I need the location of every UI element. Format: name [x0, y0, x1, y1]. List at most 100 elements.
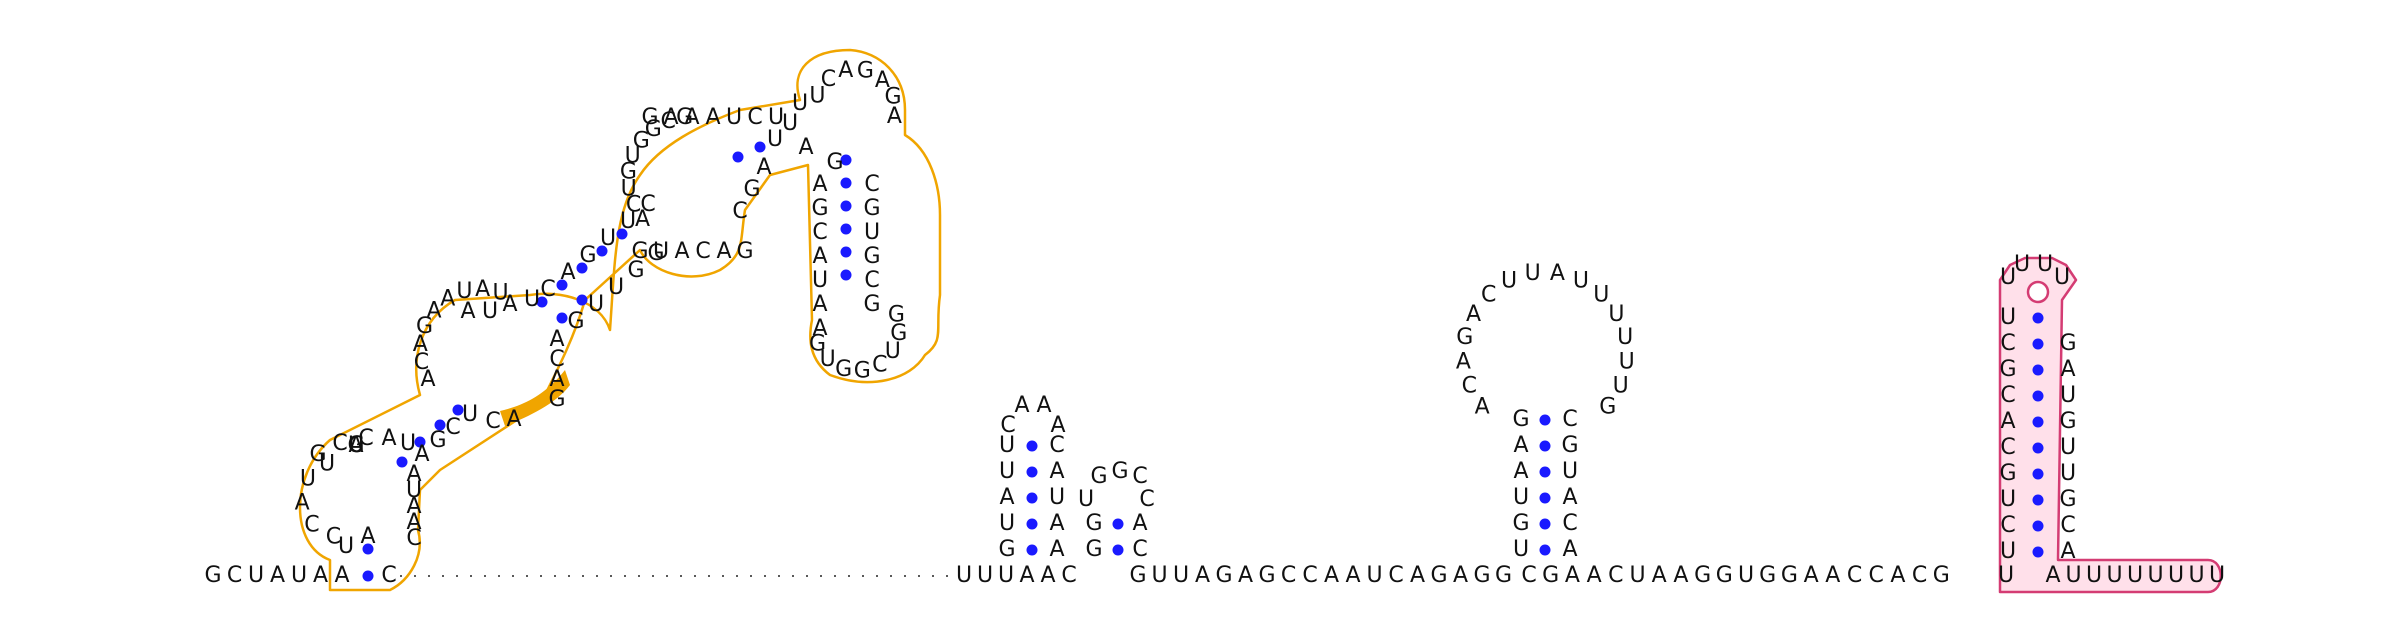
hairpin-loop-nucleotide: U	[300, 467, 316, 492]
stem-nucleotide: C	[1562, 407, 1577, 432]
base-pair-dot	[1539, 518, 1551, 530]
base-pair-dot	[840, 200, 852, 212]
nucleotide: C	[332, 431, 347, 456]
loop-nucleotide: U	[2000, 265, 2016, 290]
stem-nucleotide: A	[1049, 459, 1064, 484]
stem-nucleotide: U	[2060, 383, 2076, 408]
nucleotide: U	[792, 91, 808, 116]
stem-nucleotide: U	[1562, 459, 1578, 484]
loop-nucleotide: A	[1050, 413, 1065, 438]
stem-nucleotide: G	[1561, 433, 1578, 458]
loop-nucleotide: C	[1132, 464, 1147, 489]
stem-nucleotide: C	[2000, 331, 2015, 356]
stem-nucleotide: A	[2000, 409, 2015, 434]
stem-nucleotide: U	[2000, 539, 2016, 564]
base-pair-dot	[2032, 312, 2044, 324]
baseline-nucleotide: U	[1998, 563, 2014, 588]
nucleotide: C	[445, 415, 460, 440]
nucleotide: G	[429, 428, 446, 453]
loop-nucleotide: A	[838, 58, 853, 83]
loop-nucleotide: A	[887, 104, 902, 129]
nucleotide: C	[732, 199, 747, 224]
base-pair-dot	[1026, 518, 1038, 530]
stem-nucleotide: U	[1049, 485, 1065, 510]
hairpin-loop-nucleotide: A	[1550, 261, 1565, 286]
stem-nucleotide: G	[1085, 511, 1102, 536]
loop-nucleotide: U	[653, 239, 669, 264]
loop-nucleotide: C	[872, 352, 887, 377]
internal-loop-nucleotide: U	[492, 281, 508, 306]
five-prime-nucleotide: G	[204, 563, 221, 588]
loop-nucleotide: A	[635, 207, 650, 232]
internal-loop-nucleotide: A	[440, 286, 455, 311]
nucleotide: U	[338, 534, 354, 559]
hairpin-loop-nucleotide: U	[1573, 268, 1589, 293]
baseline-nucleotide: C	[1061, 563, 1076, 588]
stem-nucleotide: A	[1513, 459, 1528, 484]
loop-nucleotide: G	[888, 303, 905, 328]
stem-nucleotide: C	[640, 192, 655, 217]
stem-nucleotide: A	[812, 244, 827, 269]
baseline-nucleotide: G	[1542, 563, 1559, 588]
baseline-nucleotide: A	[1673, 563, 1688, 588]
base-pair-dot	[1539, 414, 1551, 426]
base-pair-dots	[362, 141, 2044, 582]
baseline-nucleotide: U	[1366, 563, 1382, 588]
loop-nucleotide: U	[625, 143, 641, 168]
nucleotide: U	[767, 127, 783, 152]
base-pair-dot	[1539, 466, 1551, 478]
tail-nucleotide: U	[2209, 563, 2225, 588]
baseline-nucleotide: C	[1869, 563, 1884, 588]
stem-nucleotide: G	[647, 241, 664, 266]
nucleotide: G	[826, 150, 843, 175]
base-pair-dot	[1026, 544, 1038, 556]
baseline-nucleotide: G	[1933, 563, 1950, 588]
stem-nucleotide: G	[1999, 357, 2016, 382]
loop-nucleotide: G	[620, 160, 637, 185]
base-pair-dot	[2032, 364, 2044, 376]
stem-nucleotide: U	[608, 275, 624, 300]
stem-nucleotide: C	[2000, 383, 2015, 408]
loop-nucleotide: A	[663, 105, 678, 130]
baseline-nucleotide: G	[1430, 563, 1447, 588]
base-pair-dot	[1539, 440, 1551, 452]
stem-nucleotide: A	[1049, 537, 1064, 562]
stem-nucleotide: A	[1049, 511, 1064, 536]
baseline-nucleotide: U	[977, 563, 993, 588]
nucleotide: C	[485, 409, 500, 434]
loop-nucleotide: A	[674, 239, 689, 264]
nucleotide: U	[782, 111, 798, 136]
nucleotide: G	[548, 387, 565, 412]
loop-nucleotide: U	[820, 347, 836, 372]
stem-nucleotide: G	[863, 292, 880, 317]
stem-nucleotide: G	[2059, 409, 2076, 434]
baseline-nucleotide: A	[1019, 563, 1034, 588]
baseline-nucleotide: A	[1040, 563, 1055, 588]
loop-nucleotide: U	[809, 83, 825, 108]
stem-nucleotide: A	[406, 462, 421, 487]
hairpin-loop-nucleotide: U	[1613, 374, 1629, 399]
hairpin-loop-nucleotide: U	[1608, 302, 1624, 327]
tail-nucleotide: A	[2045, 563, 2060, 588]
loop-nucleotide: G	[676, 105, 693, 130]
hairpin-loop-nucleotide: A	[1456, 350, 1471, 375]
tail-nucleotide: U	[2065, 563, 2081, 588]
stem-nucleotide: A	[406, 494, 421, 519]
baseline-nucleotide: A	[1587, 563, 1602, 588]
internal-loop-nucleotide: A	[427, 298, 442, 323]
loop-nucleotide: A	[1036, 393, 1051, 418]
stem-nucleotide: C	[406, 526, 421, 551]
baseline-nucleotide: A	[1345, 563, 1360, 588]
loop-nucleotide: A	[716, 239, 731, 264]
tail-nucleotide: U	[2106, 563, 2122, 588]
nucleotide: A	[549, 367, 564, 392]
stem-nucleotide: U	[2060, 461, 2076, 486]
stem-nucleotide: U	[600, 226, 616, 251]
stem-nucleotide: C	[540, 277, 555, 302]
stem-nucleotide: U	[812, 268, 828, 293]
stem-nucleotide: C	[1562, 511, 1577, 536]
hairpin-loop-nucleotide: U	[1525, 261, 1541, 286]
hairpin-loop-nucleotide: U	[1593, 282, 1609, 307]
hairpin-loop-nucleotide: C	[326, 524, 341, 549]
